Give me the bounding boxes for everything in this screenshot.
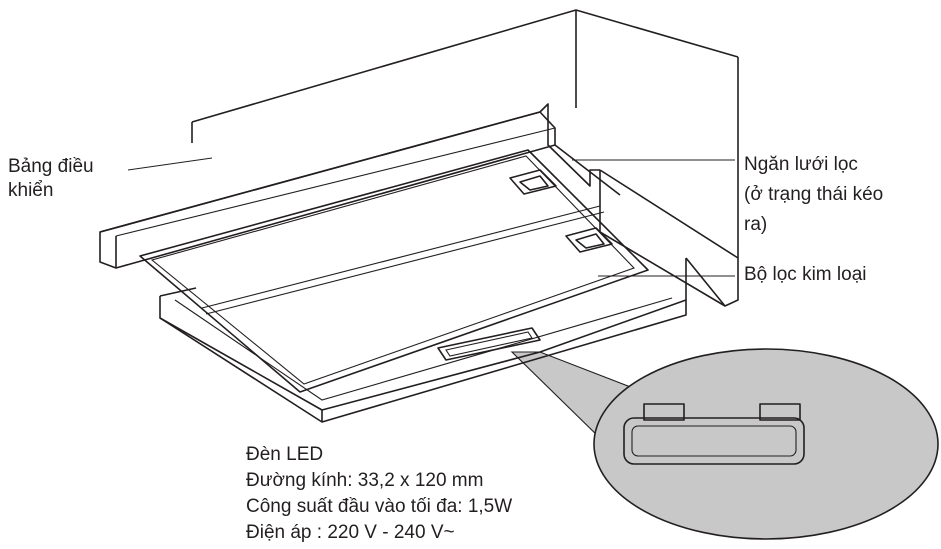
filter-drawer-label-line-2: (ở trạng thái kéo [744, 184, 884, 205]
led-info-label: Đèn LED Đường kính: 33,2 x 120 mm Công s… [246, 442, 512, 546]
control-panel-label-line-1: Bảng điều [8, 156, 94, 177]
chimney-box [191, 9, 739, 258]
led-max-power: Công suất đầu vào tối đa: 1,5W [246, 496, 513, 517]
led-voltage: Điện áp : 220 V - 240 V~ [246, 522, 455, 543]
control-panel-label-line-2: khiển [8, 180, 54, 201]
filter-drawer-label: Ngăn lưới lọc (ở trạng thái kéo ra) [744, 150, 883, 240]
hood-housing [99, 103, 739, 423]
leader-control-panel [127, 157, 213, 171]
filter-drawer-label-line-1: Ngăn lưới lọc [744, 154, 858, 175]
magnifier-circle [593, 348, 939, 540]
led-lamp-zoom [623, 403, 805, 465]
control-panel-label: Bảng điều khiển [8, 155, 94, 203]
led-title: Đèn LED [246, 444, 324, 465]
led-diameter: Đường kính: 33,2 x 120 mm [246, 470, 484, 491]
metal-filter-label: Bộ lọc kim loại [744, 264, 867, 285]
filter-drawer-label-line-3: ra) [744, 214, 768, 235]
